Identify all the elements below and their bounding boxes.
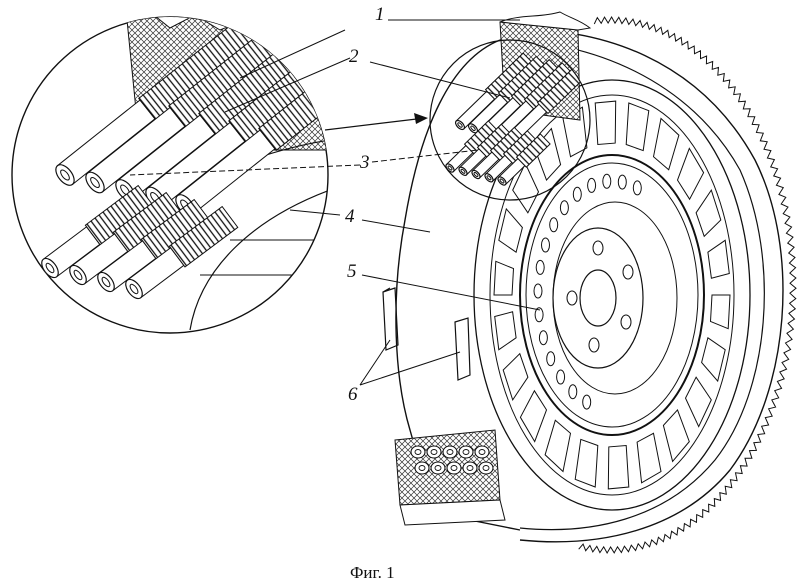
label-6: 6	[348, 384, 358, 405]
label-4: 4	[345, 206, 355, 227]
sidewall-window	[695, 188, 722, 238]
cord	[467, 55, 548, 134]
sidewall-windows	[493, 100, 731, 490]
sidewall-window	[544, 419, 572, 473]
sidewall-window	[636, 432, 662, 484]
sidewall-window	[607, 444, 630, 490]
hub-center	[579, 269, 617, 327]
rim-hole	[556, 369, 566, 385]
rim-hole	[568, 384, 578, 400]
sidewall-window	[494, 311, 517, 351]
sidewall-window	[707, 239, 730, 279]
rim-hole	[535, 259, 545, 275]
wheel-assembly	[382, 11, 797, 555]
cord	[125, 205, 239, 300]
sidewall-window	[493, 260, 515, 296]
rim-inner	[552, 201, 678, 395]
rim-hole	[582, 394, 592, 410]
hub-disc	[552, 227, 644, 369]
rim-flange	[525, 162, 699, 428]
rim-hole	[549, 217, 559, 233]
rim-hole	[546, 351, 556, 367]
sidewall-window	[594, 100, 617, 146]
label-2: 2	[349, 46, 359, 67]
label-5: 5	[347, 261, 357, 282]
tire-sidewall-inner-edge	[499, 39, 765, 531]
sensor-block-top	[382, 287, 399, 351]
tire-outer-edge	[504, 28, 784, 543]
sidewall-window	[574, 438, 599, 488]
label-1: 1	[375, 4, 385, 25]
cord	[454, 52, 535, 131]
cord	[484, 130, 538, 183]
leader-lines	[129, 19, 541, 386]
sidewall-window	[625, 102, 650, 152]
rim-hole	[587, 177, 597, 193]
rim-hole	[541, 237, 550, 253]
sidewall-window	[701, 336, 726, 383]
cord	[55, 17, 258, 186]
tire-tread-teeth	[578, 15, 797, 555]
rim-hole	[538, 330, 548, 346]
sidewall-window	[519, 389, 548, 443]
sidewall-window	[562, 106, 588, 158]
sidewall-window	[676, 147, 705, 201]
rim-hole	[617, 174, 627, 190]
lug-holes	[566, 240, 634, 353]
rim-hole	[632, 180, 642, 196]
rim-hole	[559, 200, 569, 216]
bottom-cutaway	[394, 429, 506, 526]
sidewall-window	[652, 117, 680, 171]
rim-hole	[534, 307, 544, 323]
cord	[85, 25, 288, 194]
sidewall-window	[502, 352, 529, 402]
sensor-block-bottom	[454, 317, 471, 381]
rim-outer	[519, 154, 705, 436]
sidewall-ring	[489, 94, 735, 496]
cord	[497, 133, 551, 186]
detail-window-edge	[189, 189, 328, 331]
detail-marker-circle	[429, 39, 591, 201]
cord	[69, 191, 183, 286]
figure-caption: Фиг. 1	[350, 563, 395, 582]
label-3: 3	[359, 152, 370, 173]
rim-hole	[572, 186, 582, 202]
sidewall-window	[684, 376, 712, 428]
cord	[41, 184, 155, 279]
rim-vent-holes	[533, 173, 642, 410]
sidewall-face	[473, 79, 751, 511]
small-cord-bundle	[445, 52, 587, 186]
rim-hole	[533, 283, 543, 299]
sidewall-window	[498, 207, 523, 254]
sidewall-window	[709, 294, 731, 330]
rim-hole	[602, 173, 612, 189]
sidewall-window	[662, 408, 690, 463]
